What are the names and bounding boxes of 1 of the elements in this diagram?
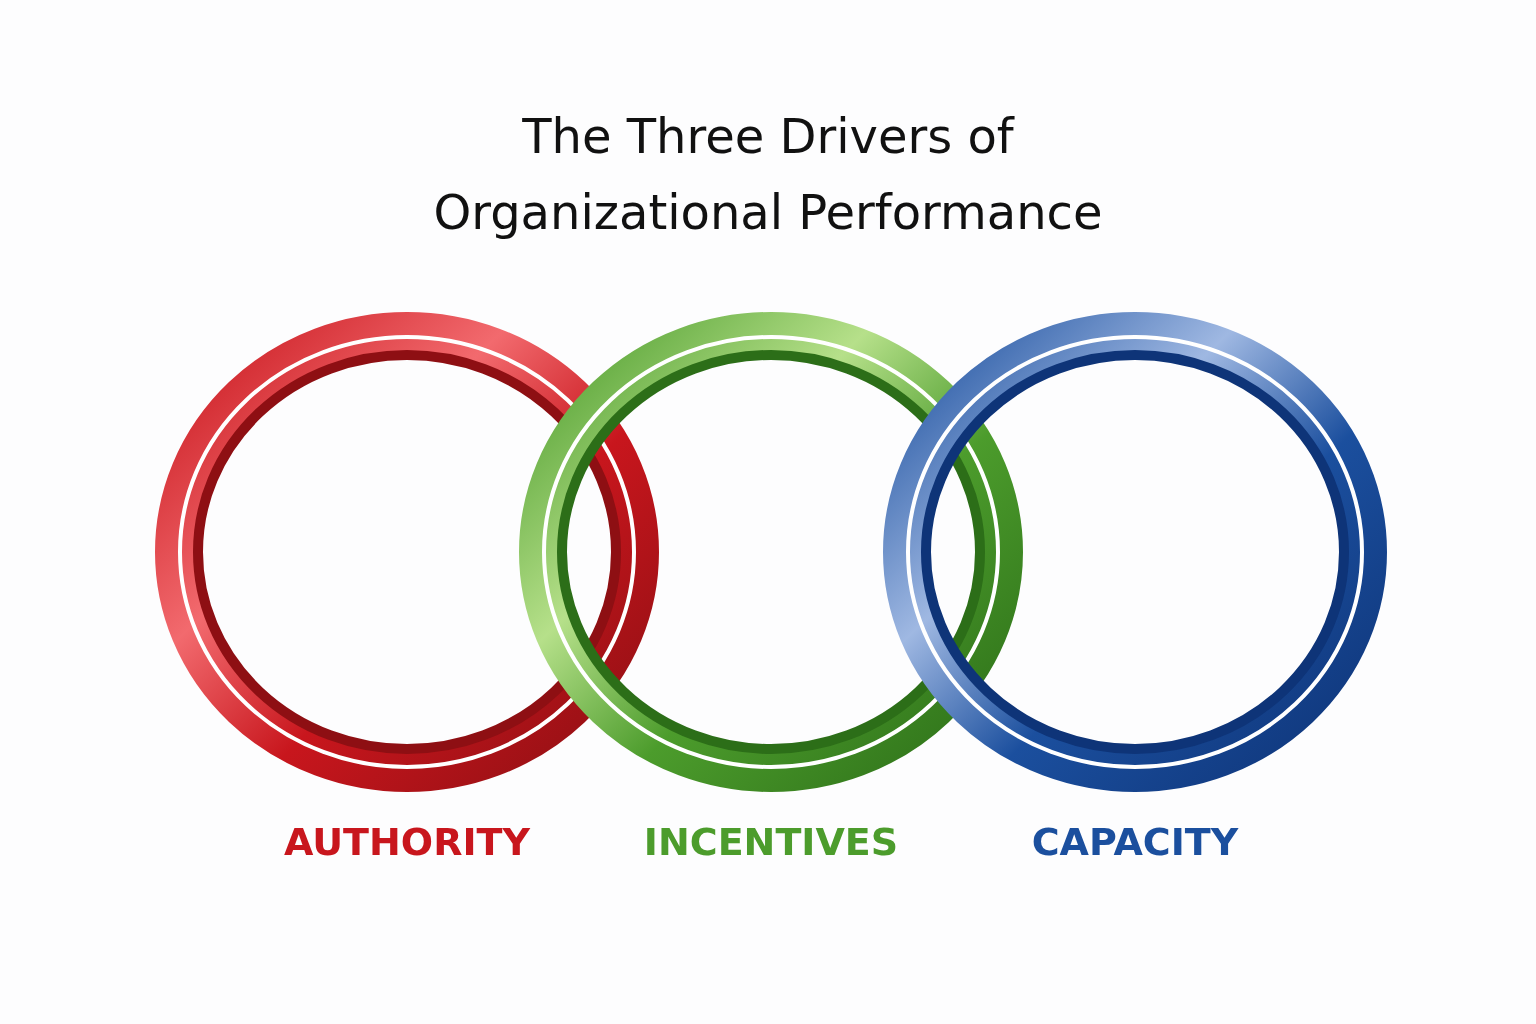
title: The Three Drivers of Organizational Performance bbox=[432, 107, 1104, 242]
